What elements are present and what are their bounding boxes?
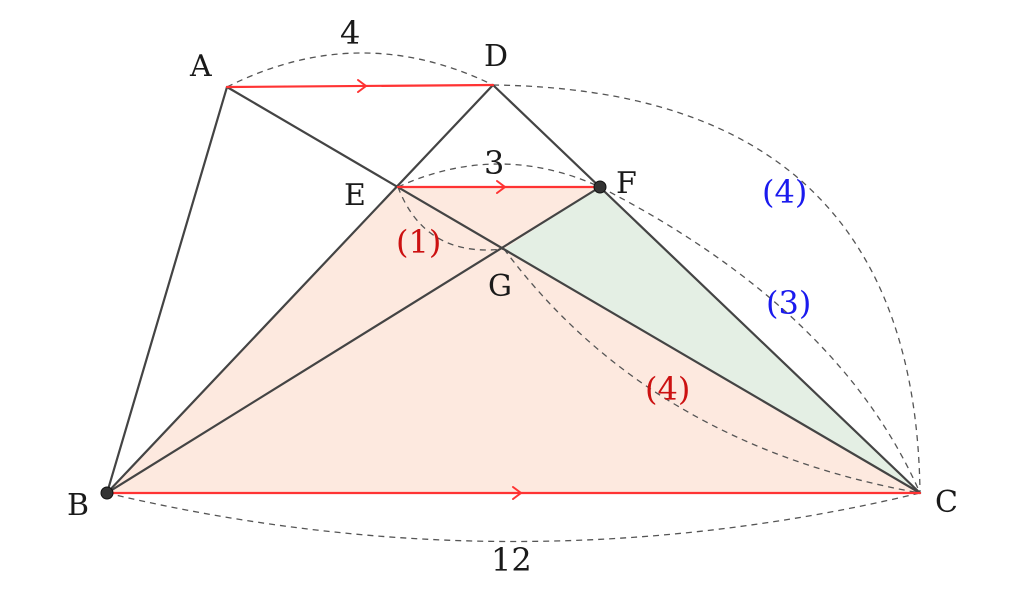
arc-dc (492, 84, 921, 494)
length-label-ef: 3 (484, 144, 504, 182)
point-label-b: B (67, 488, 89, 523)
ratio-label-df: (4) (762, 173, 807, 211)
parallel-arrow-marks (357, 79, 523, 500)
ratio-label-eg: (1) (396, 223, 441, 261)
length-label-bc: 12 (491, 541, 532, 579)
ratio-label-gc: (4) (645, 370, 690, 408)
triangle-gfc-fill (504, 187, 920, 493)
edge-ac (225, 85, 922, 495)
arrow-mark-bc (512, 486, 523, 500)
edge-dc (491, 83, 922, 495)
arrow-mark-ef (496, 180, 507, 194)
parallel-lines (105, 83, 922, 495)
arc-gc (503, 248, 921, 494)
edge-bd (105, 83, 495, 495)
ratio-label-fc: (3) (766, 284, 811, 322)
point-b-dot (100, 486, 114, 500)
measure-arcs (106, 52, 921, 543)
arc-ad (226, 52, 494, 88)
arc-eg (397, 186, 505, 251)
point-label-d: D (484, 39, 508, 74)
arrow-mark-ad (357, 79, 368, 93)
point-f-dot (593, 180, 607, 194)
arc-fc (599, 186, 921, 494)
point-label-c: C (935, 485, 958, 520)
triangle-bgc-fill (107, 187, 920, 493)
point-label-a: A (189, 49, 212, 84)
arc-ef (397, 163, 601, 188)
segment-ad (225, 83, 495, 89)
edge-ab (105, 85, 229, 495)
point-label-g: G (488, 269, 512, 304)
edge-bf (105, 185, 602, 495)
point-label-f: F (616, 166, 637, 201)
arc-bc (106, 492, 921, 543)
edges (105, 83, 922, 495)
point-label-e: E (344, 178, 366, 213)
length-label-ad: 4 (340, 14, 360, 52)
